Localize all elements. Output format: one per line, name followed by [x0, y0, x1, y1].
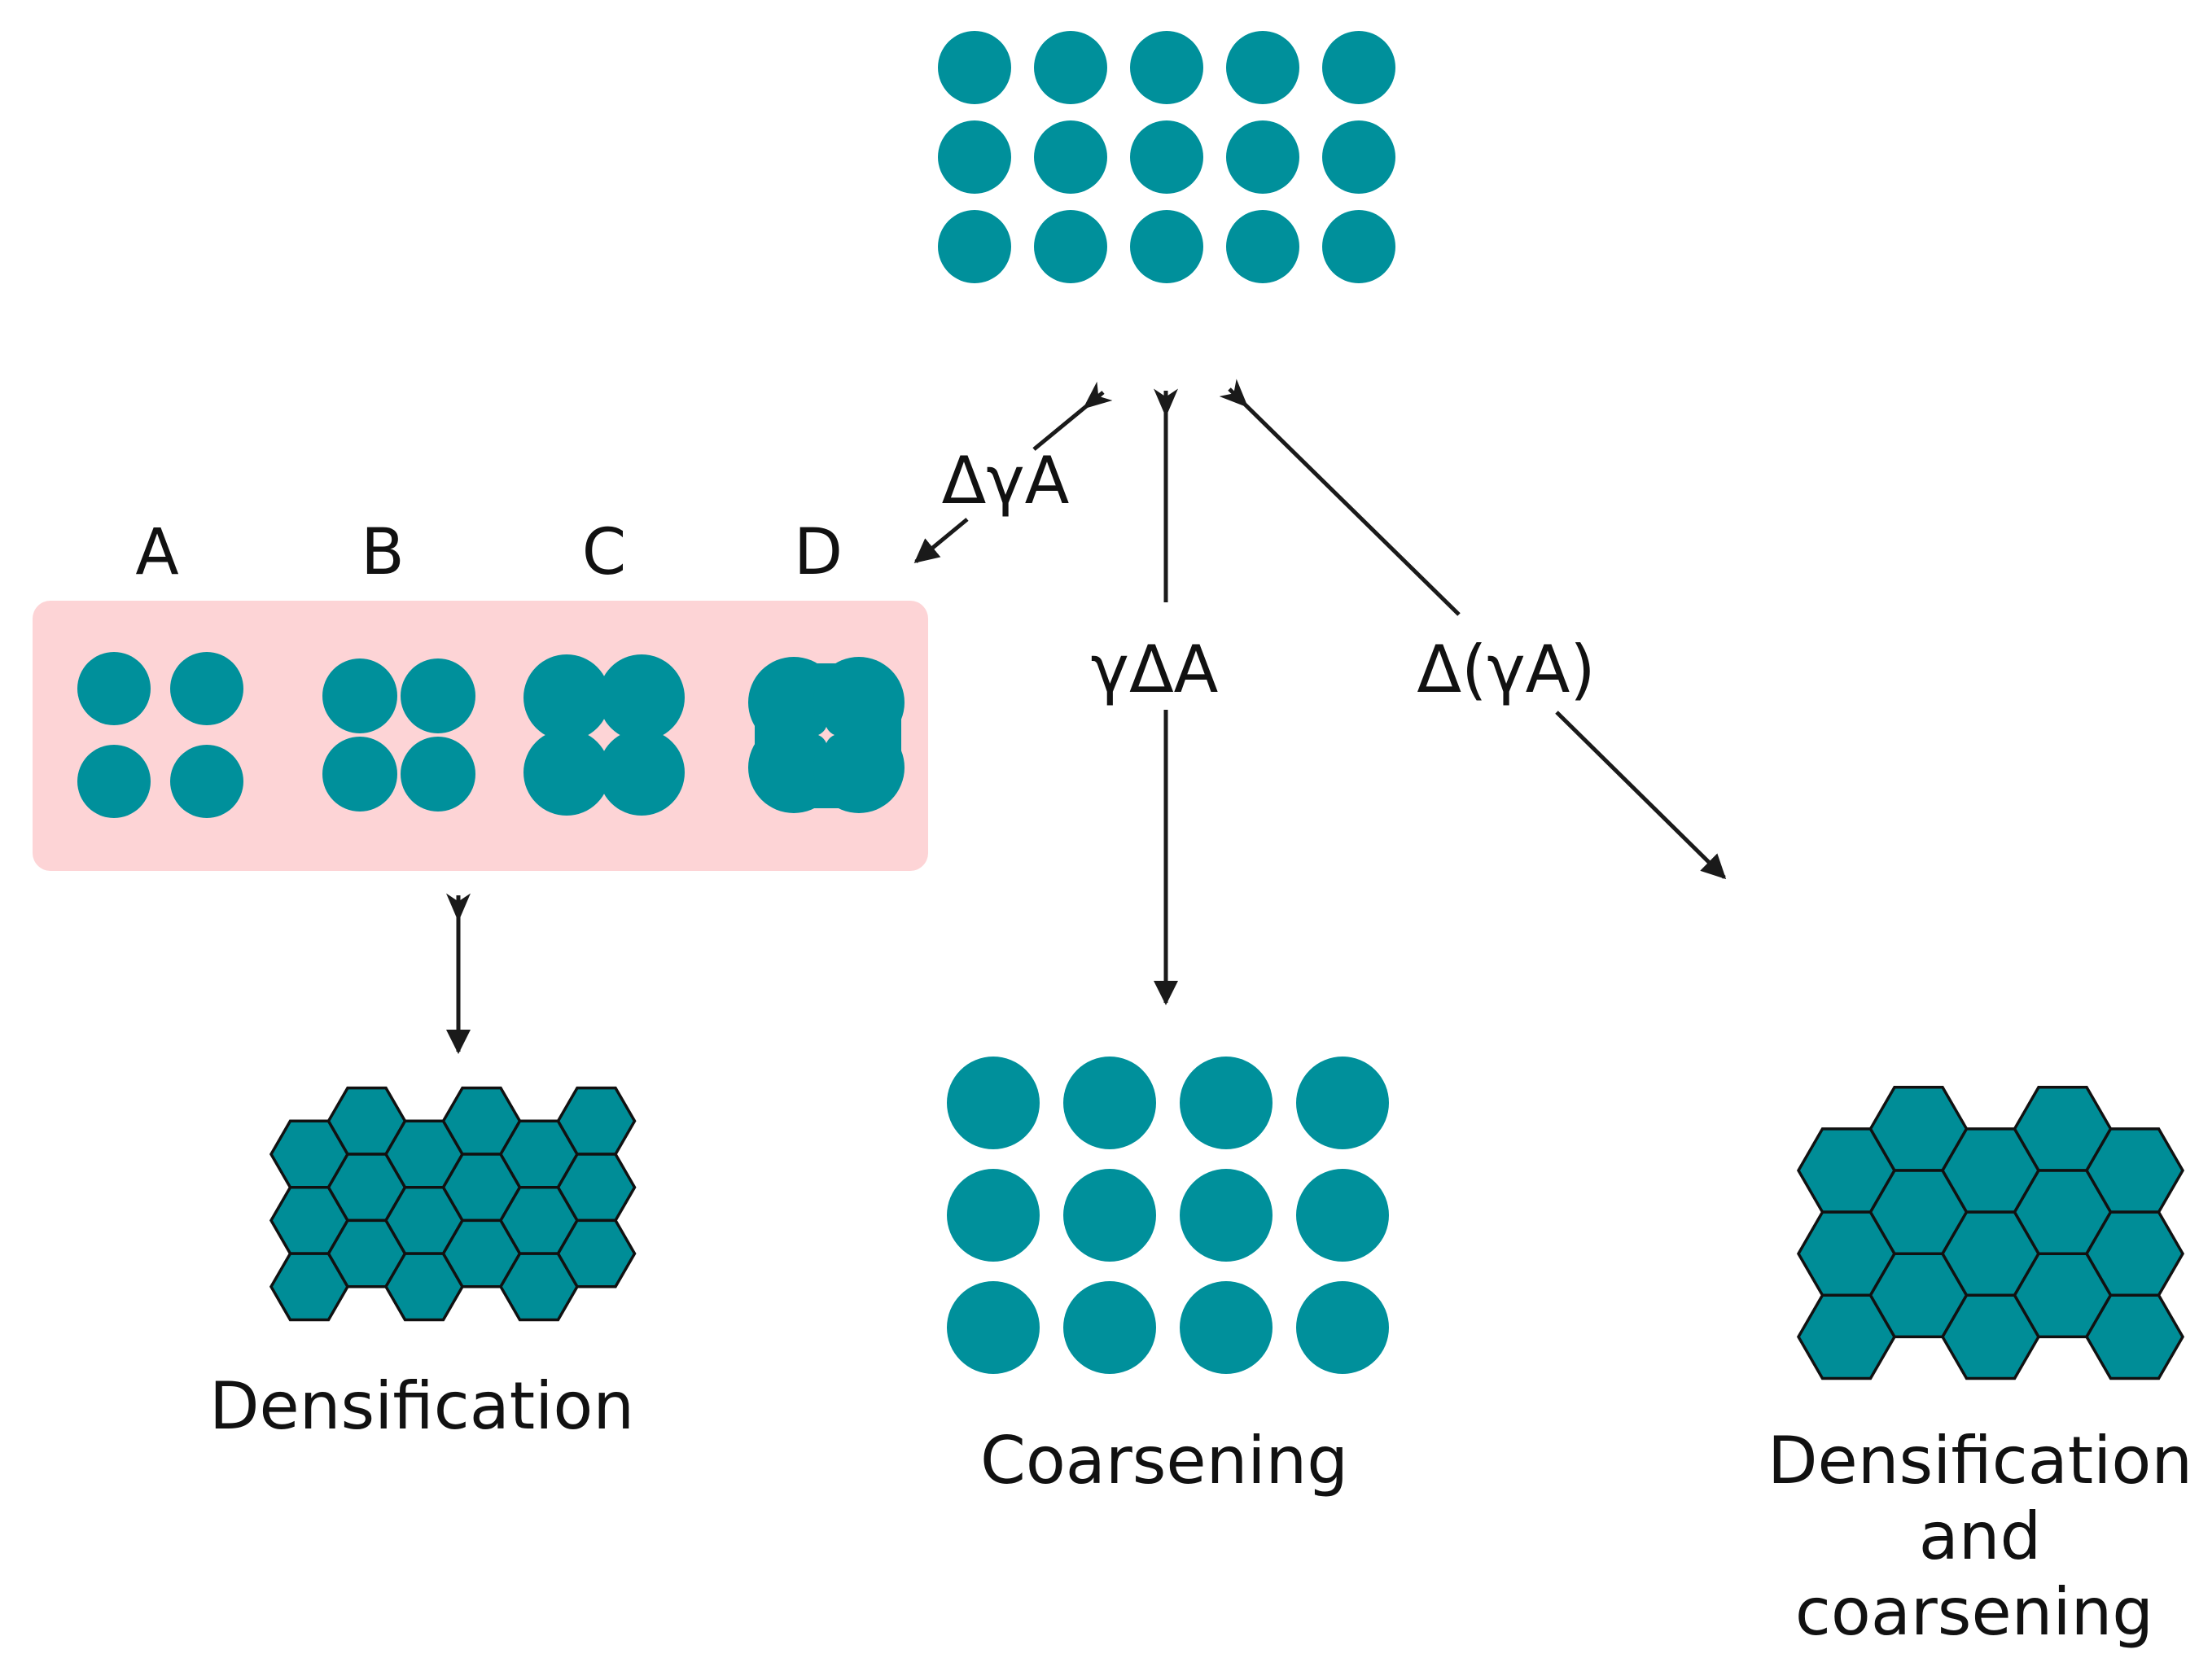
stage-a-particle	[170, 652, 243, 725]
stage-b-particles	[322, 658, 475, 812]
powder-particle	[938, 210, 1011, 283]
coarsened-particles	[947, 1057, 1389, 1374]
caption-both-line-3: coarsening	[1795, 1574, 2153, 1650]
powder-particle	[938, 31, 1011, 104]
powder-particle	[1034, 210, 1107, 283]
coarse-particle	[1296, 1169, 1389, 1262]
powder-particle	[1034, 31, 1107, 104]
stage-d-particles	[748, 657, 905, 813]
stage-a-particle	[170, 745, 243, 818]
coarse-particle	[1180, 1057, 1273, 1149]
stage-d-pore	[818, 727, 834, 743]
powder-particle	[1130, 120, 1203, 194]
stage-d-particle	[748, 722, 839, 813]
stage-b-particle	[401, 658, 475, 733]
powder-particle	[1130, 31, 1203, 104]
arrow-to-densification-panel-upper	[1032, 381, 1113, 451]
coarse-particle	[947, 1281, 1040, 1374]
coarse-particle	[1180, 1169, 1273, 1262]
stage-panel	[33, 601, 928, 871]
stage-b-particle	[322, 658, 397, 733]
coarsened-grain	[2084, 1293, 2185, 1380]
arrow-to-densification-panel-lower	[913, 518, 969, 563]
coarse-particle	[1296, 1281, 1389, 1374]
formula-delta-gamma-a-product: Δ(γA)	[1417, 632, 1595, 707]
stage-label-b: B	[361, 516, 405, 589]
powder-particle	[1226, 210, 1299, 283]
stage-label-a: A	[135, 516, 178, 589]
stage-b-particle	[401, 737, 475, 812]
arrow-to-both-lower	[1555, 711, 1727, 880]
powder-particle	[1322, 120, 1395, 194]
coarse-particle	[947, 1169, 1040, 1262]
caption-coarsening: Coarsening	[980, 1423, 1348, 1498]
stage-c-particle	[523, 729, 610, 816]
initial-powder-particles	[938, 31, 1395, 283]
coarse-particle	[1063, 1057, 1156, 1149]
powder-particle	[1226, 31, 1299, 104]
densified-grain	[556, 1218, 637, 1288]
caption-densification: Densification	[209, 1368, 634, 1444]
stage-a-particle	[77, 652, 151, 725]
formula-gamma-delta-a: γΔA	[1091, 632, 1219, 707]
powder-particle	[1322, 210, 1395, 283]
powder-particle	[1130, 210, 1203, 283]
coarse-particle	[1063, 1169, 1156, 1262]
densified-coarsened-hexagon-grains	[1796, 1086, 2185, 1380]
coarse-particle	[947, 1057, 1040, 1149]
formula-delta-gamma-a: ΔγA	[942, 443, 1070, 518]
caption-both-line-1: Densification	[1768, 1423, 2192, 1498]
stage-a-particles	[77, 652, 243, 818]
coarse-particle	[1296, 1057, 1389, 1149]
stage-d-particle	[813, 722, 905, 813]
stage-c-pore	[589, 720, 619, 750]
stage-c-particle	[523, 654, 610, 741]
stage-c-particles	[523, 654, 685, 816]
powder-particle	[938, 120, 1011, 194]
arrow-to-both-upper	[1219, 378, 1461, 616]
densified-hexagon-grains	[269, 1086, 637, 1322]
caption-both-line-2: and	[1919, 1498, 2042, 1574]
stage-c-particle	[598, 654, 685, 741]
coarse-particle	[1180, 1281, 1273, 1374]
stage-d-particle	[813, 657, 905, 748]
coarse-particle	[1063, 1281, 1156, 1374]
stage-d-particle	[748, 657, 839, 748]
stage-b-particle	[322, 737, 397, 812]
powder-particle	[1226, 120, 1299, 194]
powder-particle	[1034, 120, 1107, 194]
stage-c-particle	[598, 729, 685, 816]
stage-a-particle	[77, 745, 151, 818]
powder-particle	[1322, 31, 1395, 104]
stage-label-c: C	[582, 516, 626, 589]
stage-label-d: D	[794, 516, 843, 589]
